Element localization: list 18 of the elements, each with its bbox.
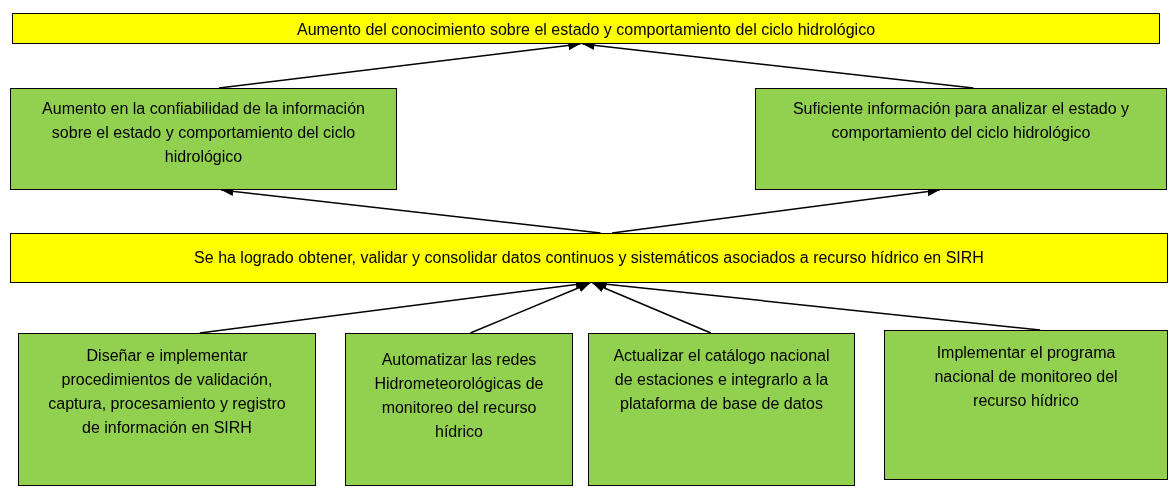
- node-text: Suficiente información para analizar el estado y comportamiento del ciclo hidrológico: [791, 99, 1131, 143]
- activity-box: [588, 333, 855, 486]
- node-text: Se ha logrado obtener, validar y consolidar datos continuos y sistemáticos asociados a recurso hídrico en SIRH: [194, 248, 984, 268]
- result-box: [755, 88, 1167, 190]
- activity-box: [345, 333, 573, 486]
- objective-box: [12, 13, 1160, 44]
- arrow: [591, 282, 712, 334]
- result-box: [10, 88, 397, 190]
- node-text: Aumento en la confiabilidad de la información sobre el estado y comportamiento del ciclo hidrológico: [41, 99, 366, 167]
- activity-box: [884, 330, 1168, 480]
- activity-box: [18, 333, 316, 486]
- node-text: Aumento del conocimiento sobre el estado y comportamiento del ciclo hidrológico: [296, 20, 876, 40]
- arrow: [469, 282, 591, 334]
- node-text: Diseñar e implementar procedimientos de validación, captura, procesamiento y registro de información en SIRH: [47, 346, 287, 438]
- node-text: Actualizar el catálogo nacional de estaciones e integrarlo a la plataforma de base de datos: [612, 346, 831, 414]
- node-text: Implementar el programa nacional de monitoreo del recurso hídrico: [933, 343, 1119, 411]
- objective-box: [10, 233, 1168, 283]
- node-text: Automatizar las redes Hidrometeorológicas de monitoreo del recurso hídrico: [373, 350, 545, 442]
